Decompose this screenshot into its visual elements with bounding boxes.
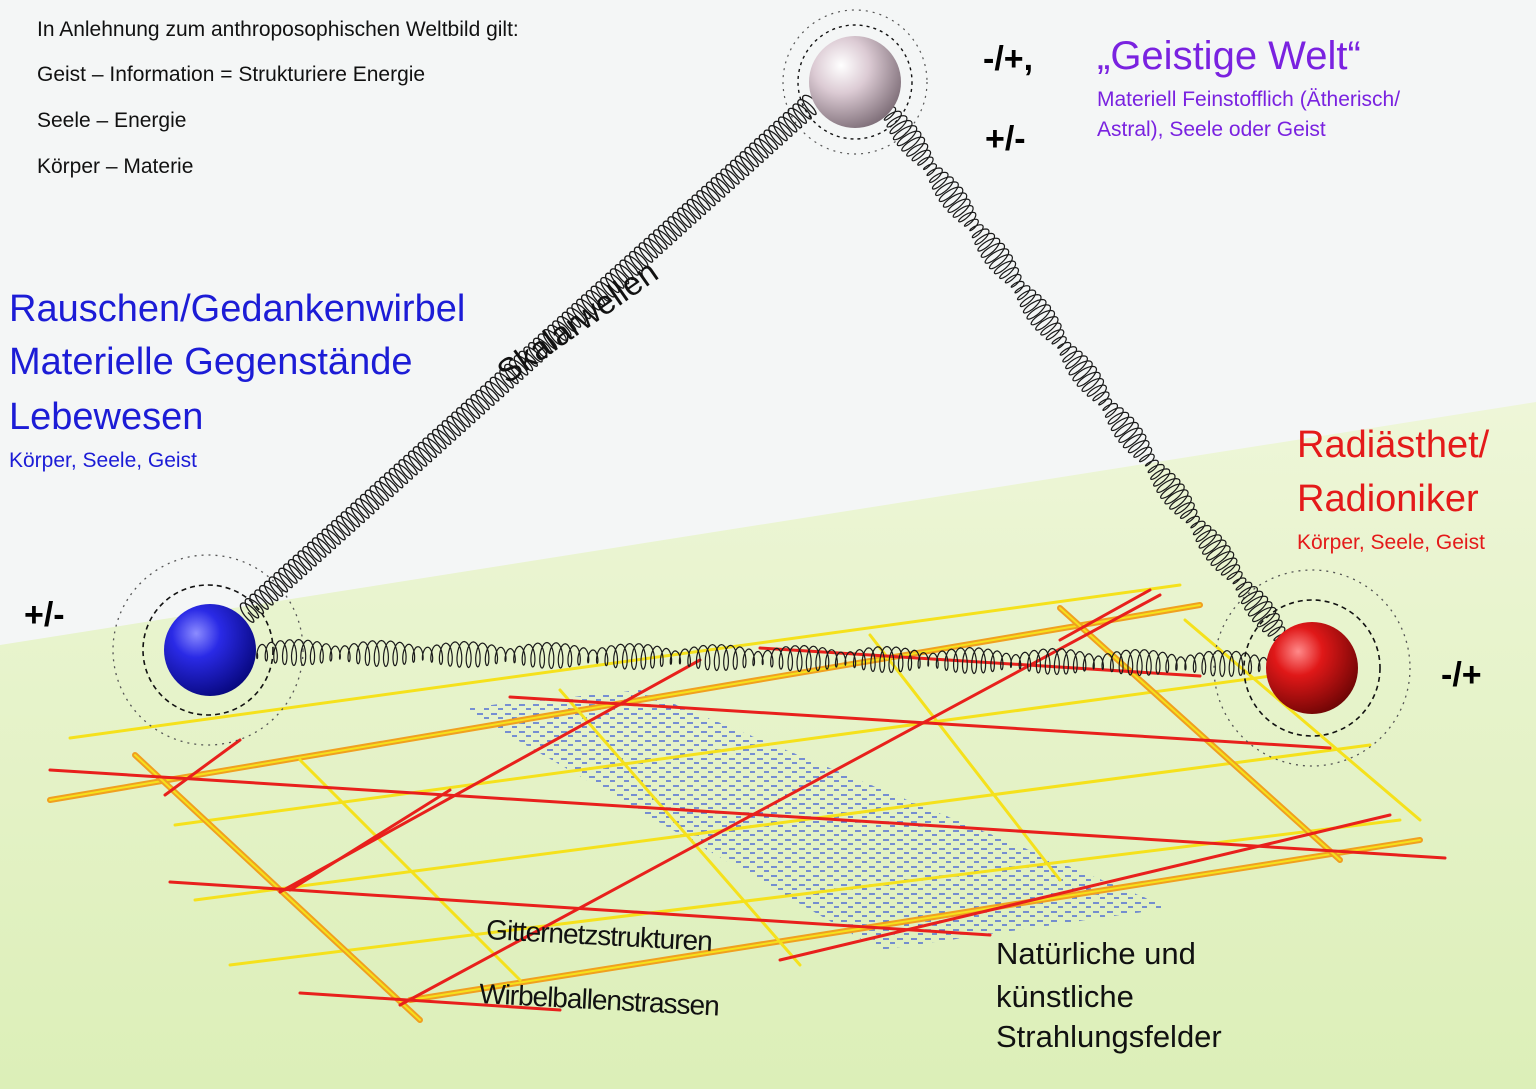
intro-line-3: Seele – Energie	[37, 109, 187, 132]
left-subtitle: Körper, Seele, Geist	[9, 449, 197, 472]
right-polarity: -/+	[1441, 656, 1482, 694]
left-title-line-1: Rauschen/Gedankenwirbel	[9, 288, 466, 330]
left-title-line-3: Lebewesen	[9, 396, 204, 438]
right-subtitle: Körper, Seele, Geist	[1297, 531, 1485, 554]
right-title-line-1: Radiästhet/	[1297, 424, 1490, 466]
top-subtitle-line-2: Astral), Seele oder Geist	[1097, 118, 1326, 141]
left-title-line-2: Materielle Gegenstände	[9, 341, 413, 383]
fields-line-1: Natürliche und	[996, 936, 1196, 971]
left-sphere	[164, 604, 256, 696]
intro-line-2: Geist – Information = Strukturiere Energ…	[37, 63, 426, 86]
left-polarity: +/-	[24, 596, 65, 634]
grid-yellow-lines	[47, 583, 1423, 1023]
right-title-line-2: Radioniker	[1297, 478, 1479, 520]
fields-line-2: künstliche	[996, 979, 1134, 1014]
top-polarity-lower: +/-	[985, 120, 1026, 158]
grid-red-lines	[48, 588, 1447, 1012]
intro-line-1: In Anlehnung zum anthroposophischen Welt…	[37, 18, 519, 41]
fields-line-3: Strahlungsfelder	[996, 1019, 1222, 1054]
radiation-field	[462, 690, 1170, 950]
sphere-halos	[112, 9, 1411, 767]
top-subtitle-line-1: Materiell Feinstofflich (Ätherisch/	[1097, 88, 1401, 111]
top-polarity-upper: -/+,	[983, 40, 1034, 78]
top-sphere	[809, 36, 901, 128]
wave-bottom-helix	[256, 638, 1269, 678]
wave-right-helix	[881, 106, 1288, 643]
wave-left-spring	[239, 94, 817, 623]
top-title: „Geistige Welt“	[1097, 34, 1361, 78]
intro-line-4: Körper – Materie	[37, 155, 194, 178]
right-sphere	[1266, 622, 1358, 714]
